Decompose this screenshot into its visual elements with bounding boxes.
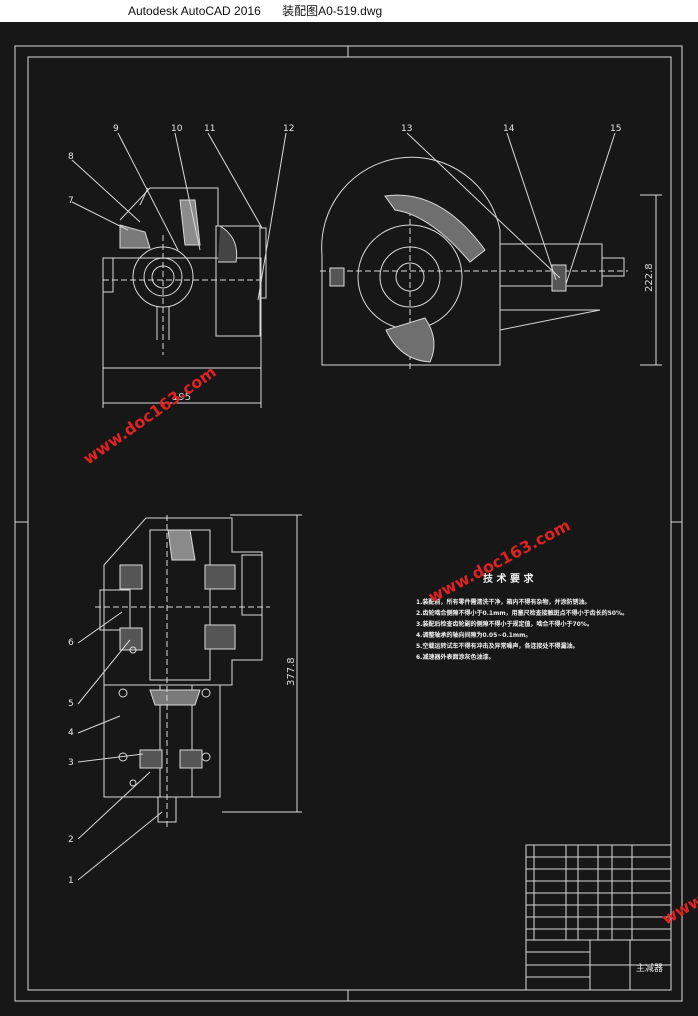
dim-section-height: 377.8 <box>286 657 297 686</box>
watermark: www.doc163.com <box>79 362 219 468</box>
label-9: 9 <box>113 124 119 134</box>
front-view <box>102 187 267 408</box>
side-view <box>320 156 662 370</box>
dim-front-width: 195 <box>172 392 191 403</box>
outer-border <box>14 45 683 1002</box>
label-5: 5 <box>68 699 74 709</box>
label-1: 1 <box>68 876 74 886</box>
side-leaders <box>406 132 616 285</box>
file-name: 装配图A0-519.dwg <box>282 4 383 18</box>
label-15: 15 <box>610 124 621 134</box>
label-11: 11 <box>204 124 215 134</box>
tech-item: 3.装配后检查齿轮副的侧隙不得小于规定值，啮合不得小于70%。 <box>416 620 593 628</box>
tech-item: 6.减速器外表面涂灰色油漆。 <box>416 653 494 661</box>
title-block <box>525 844 672 991</box>
label-12: 12 <box>283 124 294 134</box>
label-6: 6 <box>68 638 74 648</box>
label-3: 3 <box>68 758 74 768</box>
label-4: 4 <box>68 728 74 738</box>
tech-requirements: 技 术 要 求 1.装配前，所有零件需清洗干净，箱内不得有杂物，并涂防锈油。 2… <box>416 572 628 661</box>
tech-item: 4.调整轴承的轴向间隙为0.05~0.1mm。 <box>416 631 531 639</box>
dim-side-height: 222.8 <box>644 263 655 292</box>
tech-item: 5.空载运转试车不得有冲击及异常噪声，各连接处不得漏油。 <box>416 642 578 650</box>
label-8: 8 <box>68 152 74 162</box>
part-labels: 9 10 11 12 8 7 13 14 15 6 5 4 3 2 1 <box>68 124 621 886</box>
label-2: 2 <box>68 835 74 845</box>
label-13: 13 <box>401 124 412 134</box>
tech-item: 2.齿轮啮合侧隙不得小于0.1mm，用塞尺检查接触斑点不得小于齿长的50%。 <box>416 609 628 617</box>
section-view <box>95 514 302 830</box>
section-leaders <box>77 611 163 881</box>
inner-border <box>27 56 672 991</box>
title-block-name: 主减器 <box>636 962 663 974</box>
watermark: www.doc163.com <box>425 516 573 607</box>
window-title-bar: Autodesk AutoCAD 2016 装配图A0-519.dwg <box>0 0 698 22</box>
drawing-svg: 9 10 11 12 8 7 13 14 15 6 5 4 3 2 1 195 … <box>14 45 698 1002</box>
label-14: 14 <box>503 124 515 134</box>
drawing-canvas[interactable]: 9 10 11 12 8 7 13 14 15 6 5 4 3 2 1 195 … <box>0 22 698 1016</box>
front-leaders <box>71 132 287 301</box>
label-7: 7 <box>68 196 74 206</box>
tech-title: 技 术 要 求 <box>483 572 534 585</box>
label-10: 10 <box>171 124 183 134</box>
app-title: Autodesk AutoCAD 2016 <box>128 4 261 18</box>
tech-item: 1.装配前，所有零件需清洗干净，箱内不得有杂物，并涂防锈油。 <box>416 598 590 606</box>
